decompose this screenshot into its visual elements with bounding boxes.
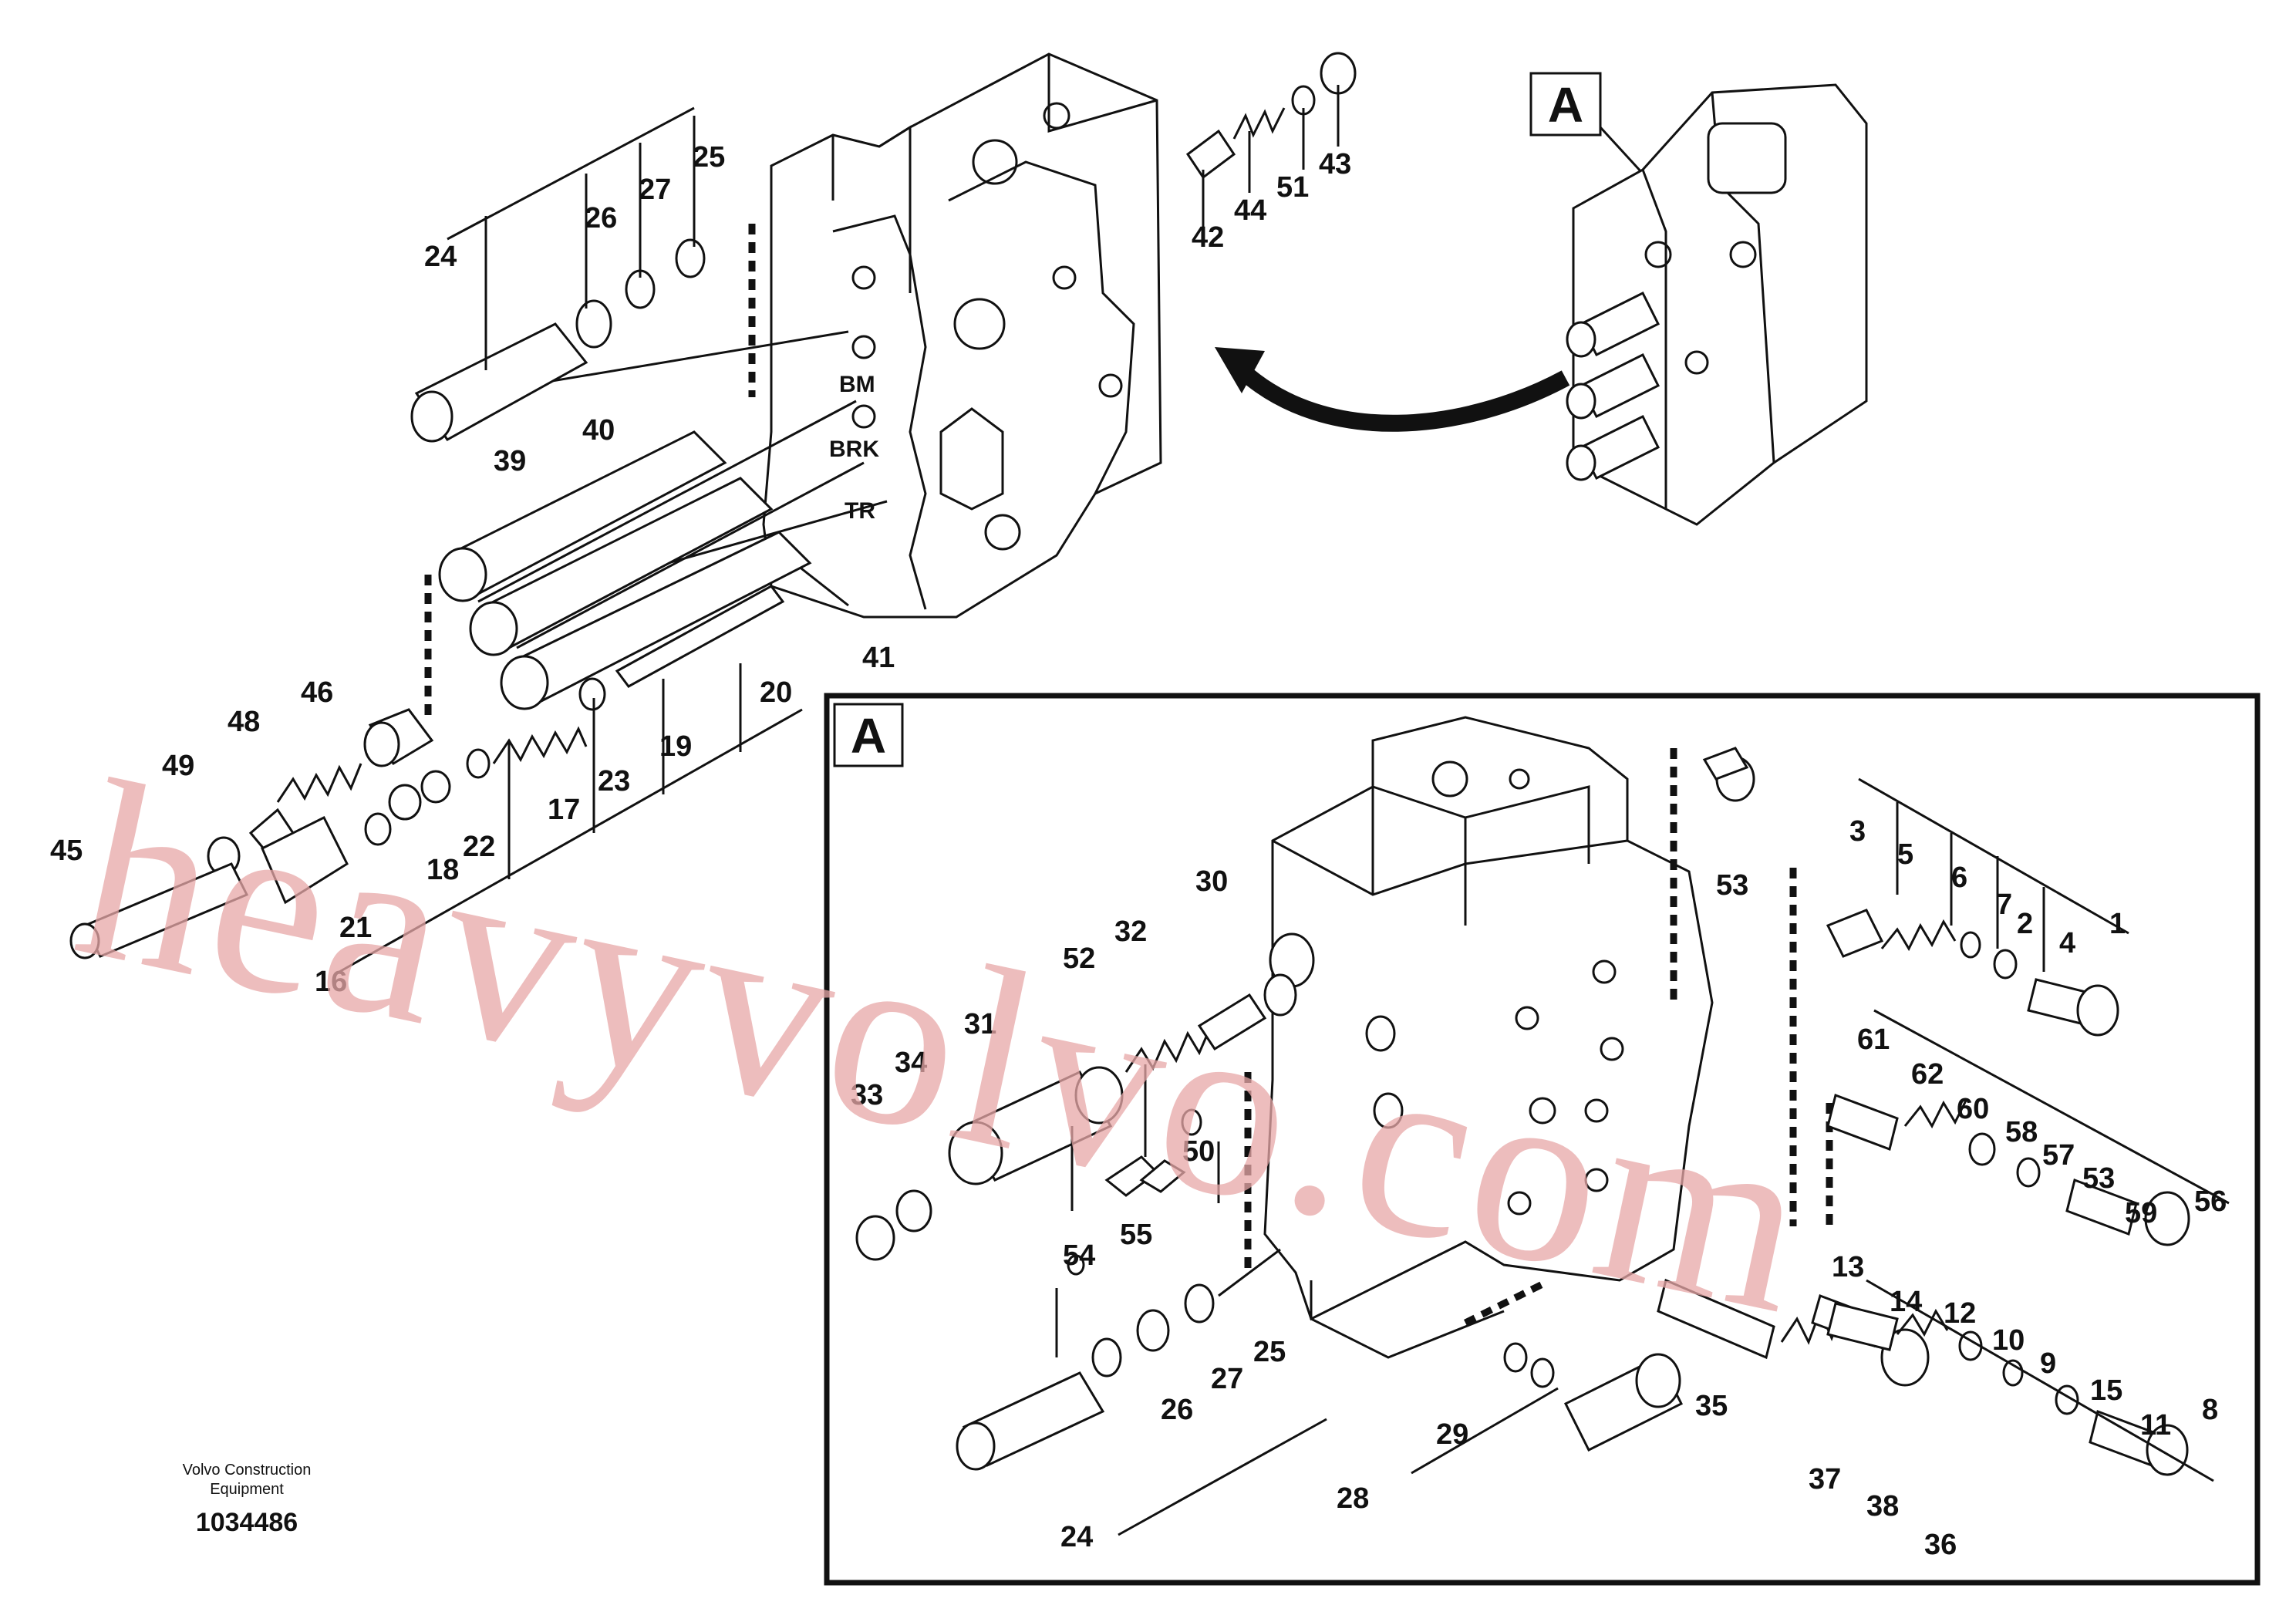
label-12: 12: [1944, 1297, 1976, 1330]
detail-box-letter: A: [851, 708, 886, 764]
label-55: 55: [1120, 1219, 1152, 1251]
label-36: 36: [1924, 1529, 1957, 1561]
label-4: 4: [2059, 927, 2075, 959]
label-26-main: 26: [585, 202, 617, 234]
detail-valve-body: [1263, 716, 1714, 1359]
label-58: 58: [2005, 1116, 2038, 1148]
label-32: 32: [1114, 916, 1147, 948]
label-61: 61: [1857, 1023, 1890, 1056]
label-26-detail: 26: [1161, 1394, 1193, 1426]
label-54: 54: [1063, 1239, 1095, 1272]
label-51: 51: [1276, 171, 1309, 204]
label-20: 20: [760, 676, 792, 709]
label-16: 16: [315, 966, 347, 998]
label-41: 41: [862, 642, 895, 674]
label-40: 40: [582, 414, 615, 447]
label-5: 5: [1897, 838, 1913, 871]
label-39: 39: [494, 445, 526, 477]
label-19: 19: [659, 730, 692, 763]
label-42: 42: [1192, 221, 1224, 254]
label-31: 31: [964, 1008, 996, 1040]
label-34: 34: [895, 1047, 927, 1079]
label-44: 44: [1234, 194, 1266, 227]
label-24-main: 24: [424, 241, 457, 273]
label-18: 18: [426, 854, 459, 886]
part-20-pin: [615, 585, 785, 688]
label-25-detail: 25: [1253, 1336, 1286, 1368]
label-24-detail: 24: [1060, 1521, 1093, 1553]
label-49: 49: [162, 750, 194, 782]
label-48: 48: [228, 706, 260, 738]
label-56: 56: [2194, 1185, 2227, 1218]
callout-view-a: A: [1215, 72, 1868, 526]
part-24-cartridge-top: [410, 238, 706, 443]
callout-letter: A: [1548, 77, 1583, 133]
label-62: 62: [1911, 1058, 1944, 1091]
label-50: 50: [1182, 1135, 1215, 1168]
label-57: 57: [2042, 1139, 2075, 1172]
port-label-tr: TR: [845, 498, 875, 524]
label-27-main: 27: [639, 174, 671, 206]
label-52: 52: [1063, 943, 1095, 975]
label-53-top: 53: [1716, 869, 1748, 902]
label-23: 23: [598, 765, 630, 798]
part-23-spring: [492, 726, 588, 764]
detail-right-parts: [1657, 747, 2190, 1476]
label-2: 2: [2017, 908, 2033, 940]
label-30: 30: [1195, 865, 1228, 898]
port-label-brk: BRK: [829, 437, 879, 462]
port-labels: BM BRK TR: [829, 372, 879, 524]
label-33: 33: [851, 1079, 883, 1111]
label-27-detail: 27: [1211, 1363, 1243, 1395]
spool-group-39-40: [438, 430, 812, 710]
label-53-right: 53: [2082, 1162, 2115, 1195]
footer: Volvo Construction Equipment 1034486: [183, 1462, 312, 1537]
label-59: 59: [2125, 1197, 2157, 1229]
label-35: 35: [1695, 1390, 1728, 1422]
label-14: 14: [1890, 1286, 1922, 1318]
part-19-washer: [578, 677, 606, 711]
label-43: 43: [1319, 148, 1351, 180]
detail-leaders: [1055, 777, 2230, 1536]
label-37: 37: [1809, 1463, 1841, 1496]
port-label-bm: BM: [839, 372, 875, 397]
detail-box-a: [824, 693, 2261, 1586]
label-6: 6: [1951, 862, 1967, 894]
main-valve-body: [762, 52, 1162, 619]
left-parts-cluster: [69, 708, 451, 959]
label-3: 3: [1849, 815, 1866, 848]
label-38: 38: [1866, 1490, 1899, 1523]
detail-part-28-29: [1503, 1342, 1684, 1452]
label-46: 46: [301, 676, 333, 709]
label-60: 60: [1957, 1093, 1989, 1125]
label-15: 15: [2090, 1374, 2122, 1407]
label-21: 21: [339, 912, 372, 944]
label-9: 9: [2040, 1347, 2056, 1380]
footer-drawing-number: 1034486: [196, 1508, 298, 1537]
label-1: 1: [2109, 908, 2126, 940]
part-labels: 24 26 27 25 39 40 41 20 19 23 17 46 48 4…: [50, 141, 2227, 1561]
label-22: 22: [463, 831, 495, 863]
footer-company-line2: Equipment: [210, 1481, 284, 1498]
label-25-main: 25: [693, 141, 725, 174]
label-29: 29: [1436, 1418, 1468, 1451]
detail-part-24-cartridge: [956, 1248, 1281, 1471]
label-8: 8: [2202, 1394, 2218, 1426]
footer-company-line1: Volvo Construction: [183, 1462, 312, 1479]
main-leaders: [339, 85, 1340, 973]
label-13: 13: [1832, 1251, 1864, 1283]
top-plug-group: [1185, 52, 1357, 180]
label-7: 7: [1996, 889, 2012, 921]
label-11: 11: [2140, 1409, 2171, 1442]
label-45: 45: [50, 835, 83, 867]
detail-left-parts: [855, 973, 1297, 1276]
label-10: 10: [1992, 1324, 2025, 1357]
label-17: 17: [548, 794, 580, 826]
label-28: 28: [1337, 1482, 1369, 1515]
